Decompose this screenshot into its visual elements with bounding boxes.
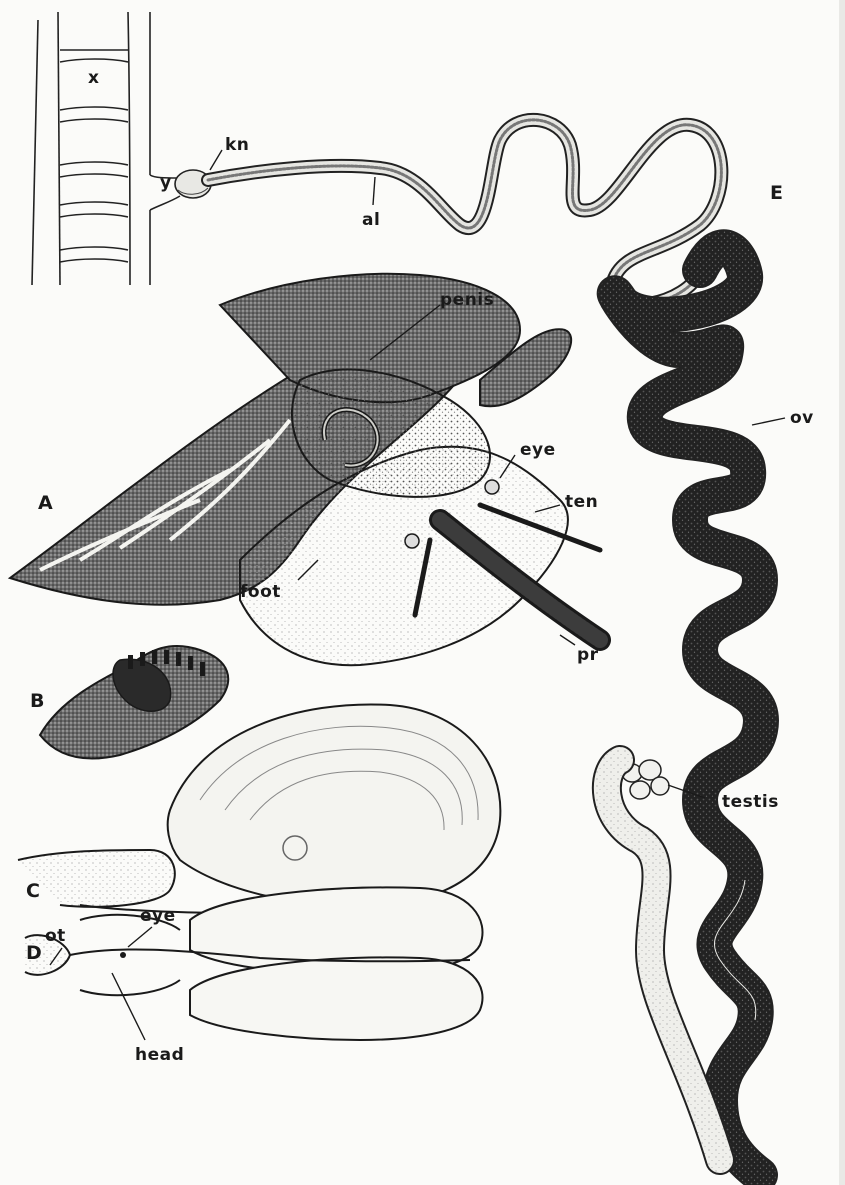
panel-b-label: B — [30, 690, 45, 712]
page-edge — [839, 0, 845, 1185]
segmented-body-drawing — [32, 12, 180, 285]
panel-a-label: A — [38, 492, 53, 514]
label-penis: penis — [440, 290, 494, 310]
label-ten: ten — [565, 492, 598, 512]
label-ov: ov — [790, 408, 814, 428]
label-x: x — [88, 68, 99, 88]
label-ot: ot — [45, 926, 66, 946]
label-pr: pr — [577, 645, 599, 665]
shell-b — [40, 646, 228, 759]
panel-c-label: C — [26, 880, 40, 902]
label-y: y — [160, 173, 172, 193]
label-eye-d: eye — [140, 906, 176, 926]
label-head: head — [135, 1045, 184, 1065]
label-eye-a: eye — [520, 440, 556, 460]
label-foot: foot — [240, 582, 281, 602]
label-kn: kn — [225, 135, 249, 155]
panel-d-label: D — [26, 942, 42, 964]
label-al: al — [362, 210, 380, 230]
panel-e-label: E — [770, 182, 783, 204]
organism-d — [25, 887, 483, 1040]
label-testis: testis — [722, 792, 779, 812]
